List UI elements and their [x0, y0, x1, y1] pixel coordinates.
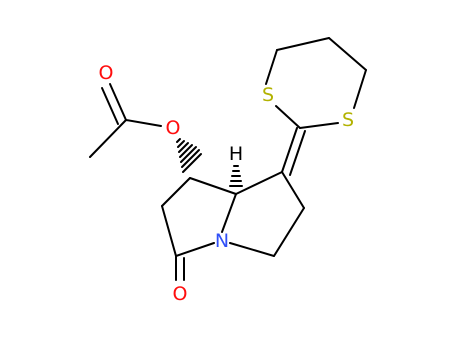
- atom-o-lactam: O: [173, 283, 188, 305]
- bond-lactam-c-double-o: [175, 255, 185, 281]
- bond-c3-n: [175, 242, 215, 257]
- bond-c5-c6: [273, 207, 305, 257]
- bond-carbonyl-ester-o: [125, 119, 162, 127]
- bond-n-c7a: [221, 193, 237, 233]
- bond-c1-c2: [161, 177, 191, 207]
- bonds: [89, 37, 367, 281]
- atom-s-left: S: [262, 84, 274, 106]
- atom-o-ester: O: [166, 117, 181, 139]
- bond-methyl-carbonyl: [89, 119, 127, 158]
- bond-c-c-top: [276, 37, 330, 51]
- bond-s-left-c: [265, 49, 278, 85]
- atom-h-stereo: H: [229, 143, 243, 165]
- atom-o-acetyl-carbonyl: O: [99, 62, 114, 84]
- bond-exocyclic-double: [281, 127, 306, 176]
- bond-c7-c7a: [235, 171, 283, 195]
- bond-c7a-c1: [189, 177, 237, 195]
- bond-c2prime-s-left: [275, 105, 301, 129]
- bond-n-c5: [229, 242, 275, 257]
- bond-c2prime-s-right: [299, 122, 339, 129]
- atom-n-ring: N: [215, 230, 229, 252]
- bond-c2-c3: [161, 205, 177, 257]
- bond-ester-o-c1-hashed: [176, 138, 202, 173]
- bond-c7a-h-hashed: [229, 165, 243, 187]
- atom-s-right: S: [342, 109, 354, 131]
- bond-c6-c7: [281, 171, 305, 209]
- bond-c-c-right: [328, 37, 367, 71]
- atom-labels: O O H S S N O: [99, 62, 355, 305]
- bond-c-s-right: [353, 69, 367, 109]
- bond-acetyl-c-double-o: [101, 83, 127, 125]
